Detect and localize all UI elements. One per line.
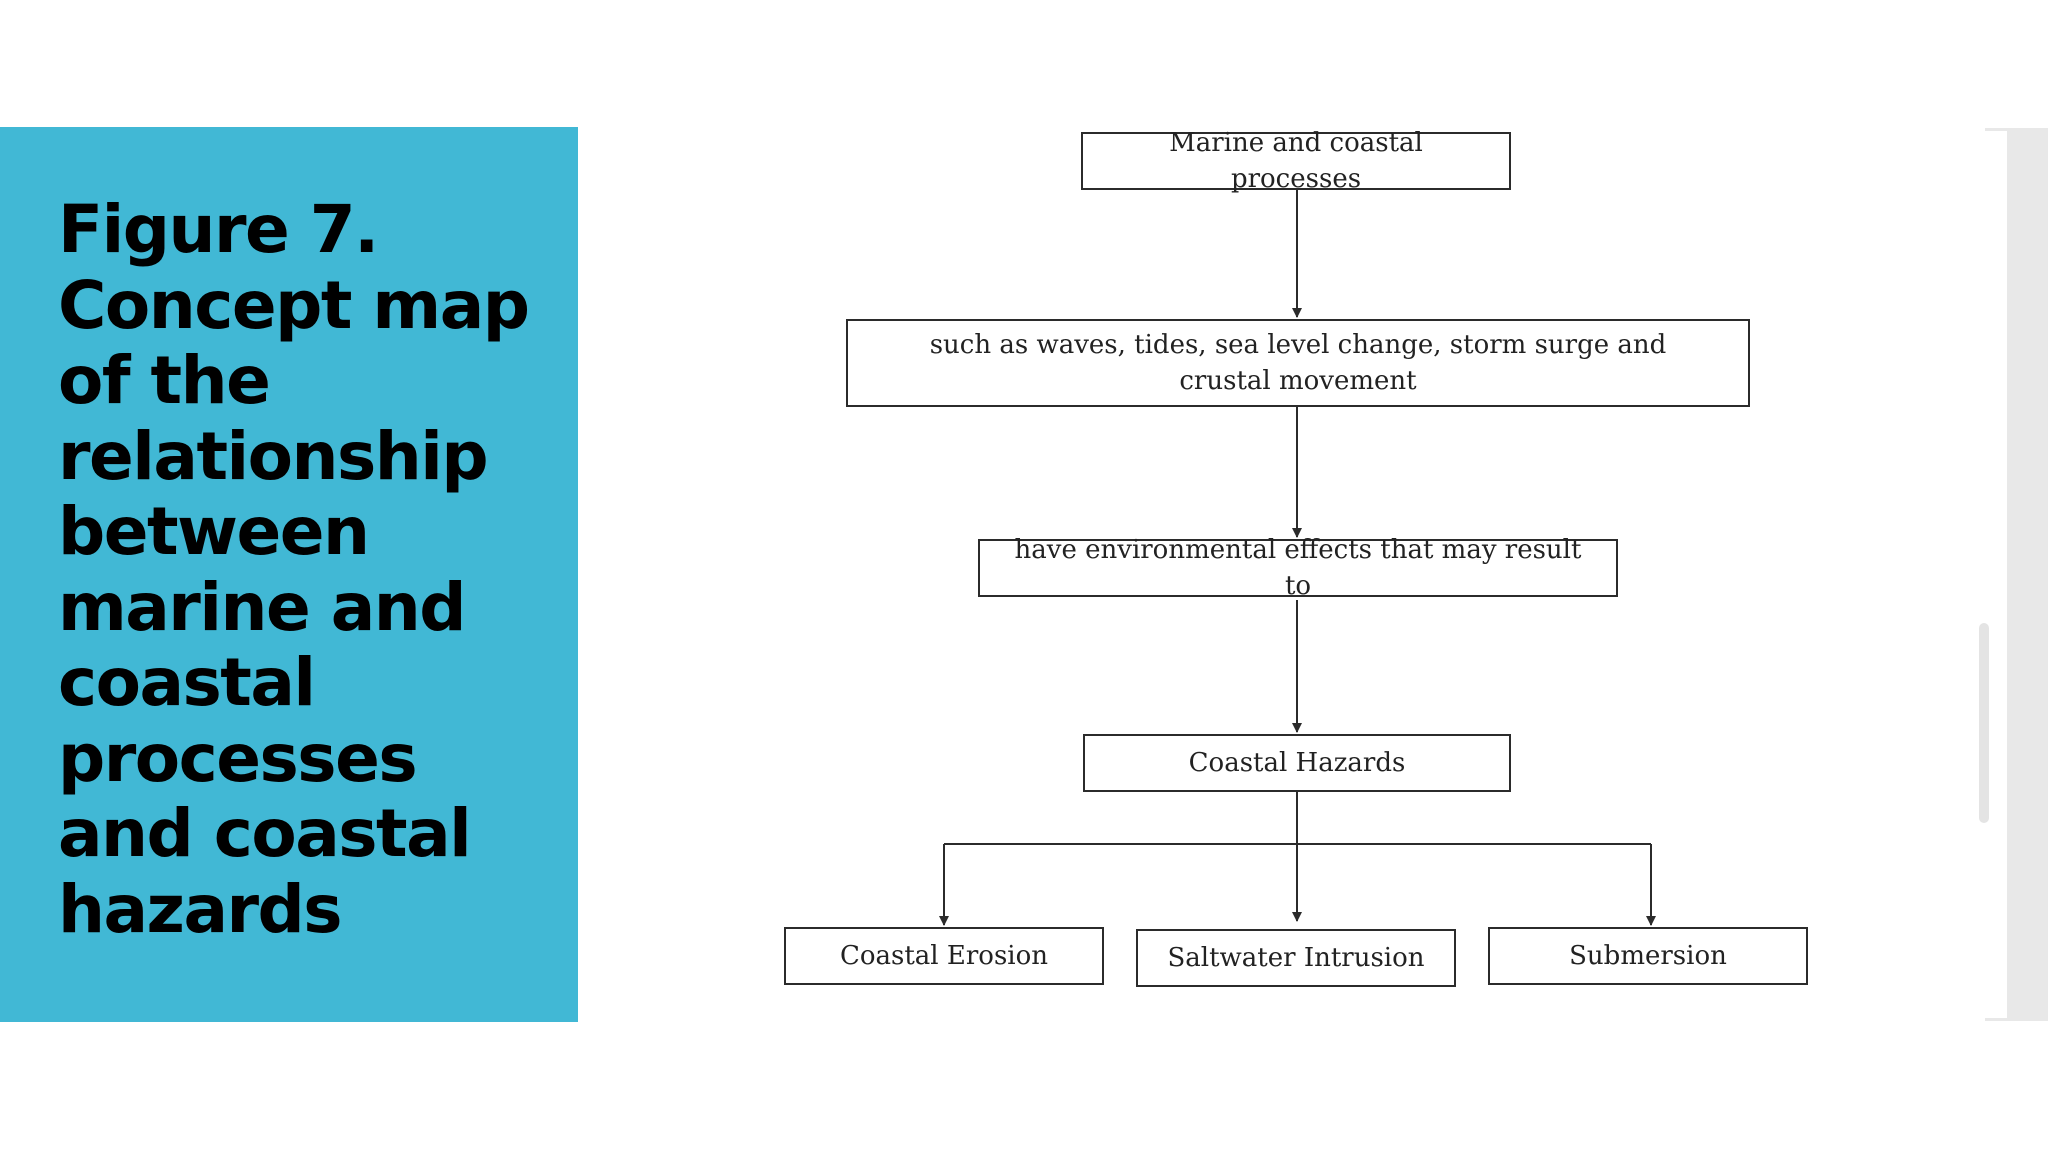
node-marine-coastal-processes: Marine and coastal processes	[1081, 128, 1511, 194]
scrollbar-track[interactable]	[2007, 128, 2048, 1021]
title-panel	[0, 127, 578, 1022]
scrollbar-top-edge	[1985, 128, 2007, 131]
scrollbar-bottom-edge	[1985, 1018, 2007, 1021]
slide-title: Figure 7. Concept map of the relationshi…	[58, 191, 530, 948]
node-environmental-effects: have environmental effects that may resu…	[978, 535, 1618, 601]
scrollbar-thumb[interactable]	[1979, 623, 1989, 823]
connector-layer	[939, 190, 1656, 926]
node-saltwater-intrusion: Saltwater Intrusion	[1136, 929, 1456, 987]
node-process-examples: such as waves, tides, sea level change, …	[846, 319, 1750, 407]
node-submersion: Submersion	[1488, 927, 1808, 985]
concept-map: Marine and coastal processes such as wav…	[748, 124, 2024, 1024]
node-coastal-hazards: Coastal Hazards	[1083, 734, 1511, 792]
node-coastal-erosion: Coastal Erosion	[784, 927, 1104, 985]
